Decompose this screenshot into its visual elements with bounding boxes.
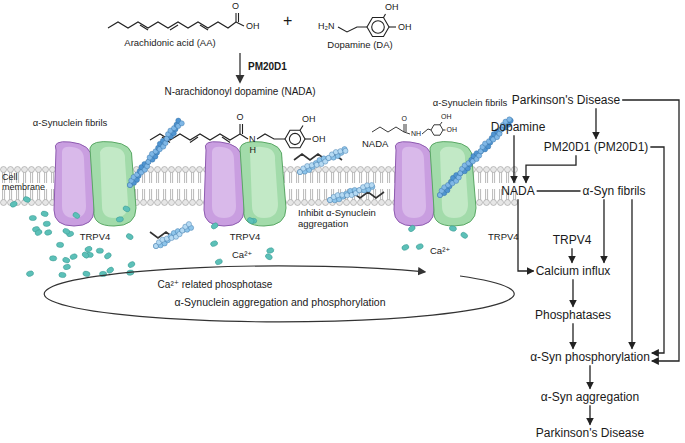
atom-label: OH [447, 126, 458, 134]
atom-label: N [411, 130, 416, 138]
atom-label: H [250, 145, 257, 155]
atom-label: N [249, 134, 256, 144]
atom-label: OH [385, 2, 399, 12]
arachidonic-acid-structure [108, 13, 244, 30]
flow-connector [571, 248, 572, 263]
step-text: NADA [501, 184, 534, 198]
flow-connector [595, 108, 596, 139]
step-text: PM20D1 (PM20D1) [544, 140, 649, 154]
atom-label: OH [398, 22, 412, 32]
flow-connector [631, 199, 632, 349]
flow-connector [572, 323, 573, 349]
compound-name: N-arachidonoyl dopamine (NADA) [164, 86, 315, 98]
flow-connector [603, 199, 604, 263]
nada-molecule [372, 122, 446, 135]
flow-step: α-Syn fibrils [581, 183, 648, 199]
atom-label: OH [441, 113, 452, 121]
flow-step: TRPV4 [551, 232, 594, 248]
reaction-arrow [239, 53, 240, 82]
flow-connector [589, 365, 590, 389]
atom-label: OH [302, 114, 316, 124]
atom-label: H₂N [318, 21, 335, 31]
step-text: α-Syn aggregation [541, 390, 639, 404]
step-text: TRPV4 [553, 233, 592, 247]
flow-step: PM20D1 (PM20D1) [542, 139, 651, 155]
flow-connector [650, 147, 664, 353]
calcium-ion [9, 196, 468, 278]
compound-name: Arachidonic acid (AA) [124, 38, 215, 49]
step-text: Calcium influx [536, 264, 611, 278]
trpv4-channel [394, 142, 476, 226]
flow-step: α-Syn phosphorylation [528, 349, 652, 365]
inhibition-label: Inhibit α-Synuclein aggregation [298, 208, 382, 230]
flow-connector [622, 100, 679, 361]
compound-name: Dopamine (DA) [327, 40, 392, 51]
enzyme-name: PM20D1 [248, 61, 287, 73]
flow-connector [589, 405, 590, 425]
channel-label: TRPV4 [80, 232, 111, 243]
fibril-label: α-Synuclein fibrils [433, 98, 508, 109]
trpv4-channel [204, 142, 286, 226]
nada-structure [150, 124, 311, 148]
alpha-synuclein-fibril [127, 117, 513, 249]
atom-label: O [232, 1, 239, 11]
step-text: Dopamine [491, 120, 546, 134]
dopamine-structure [338, 14, 396, 37]
trpv4-channel [54, 142, 136, 226]
phosphatase-label: Ca²⁺ related phosphotase [158, 279, 273, 291]
atom-label: H [416, 130, 421, 138]
flow-connector [518, 199, 534, 271]
step-text: Parkinson's Disease [536, 426, 644, 440]
step-text: α-Syn fibrils [583, 184, 646, 198]
molecule-label: NADA [362, 139, 388, 150]
ion-label: Ca²⁺ [430, 246, 450, 257]
plus-sign: + [283, 12, 292, 30]
flow-connector [572, 279, 573, 307]
membrane-label: Cell membrane [2, 172, 46, 193]
cycle-loop [44, 266, 514, 322]
step-text: α-Syn phosphorylation [530, 350, 650, 364]
ion-label: Ca²⁺ [232, 250, 252, 261]
flow-step: Phosphatases [533, 307, 613, 323]
step-text: Phosphatases [535, 308, 611, 322]
channel-label: TRPV4 [488, 232, 519, 243]
step-text: Parkinson's Disease [512, 93, 620, 107]
flow-step: Dopamine [489, 119, 548, 135]
atom-label: OH [246, 21, 260, 31]
nada-inhibitor [150, 154, 384, 238]
flow-step: Parkinson's Disease [534, 425, 646, 441]
flow-step: NADA [499, 183, 536, 199]
flow-connector [513, 135, 514, 183]
fibril-label: α-Synuclein fibrils [33, 118, 108, 129]
atom-label: O [237, 112, 244, 122]
atom-label: OH [312, 134, 326, 144]
atom-label: O [402, 115, 407, 123]
channel-label: TRPV4 [230, 232, 261, 243]
cycle-label: α-Synuclein aggregation and phosphorylat… [175, 296, 386, 308]
flow-step: Parkinson's Disease [510, 92, 622, 108]
flow-step: Calcium influx [534, 263, 613, 279]
flow-connector [537, 190, 581, 191]
flow-connector [526, 155, 576, 183]
flow-step: α-Syn aggregation [539, 389, 641, 405]
